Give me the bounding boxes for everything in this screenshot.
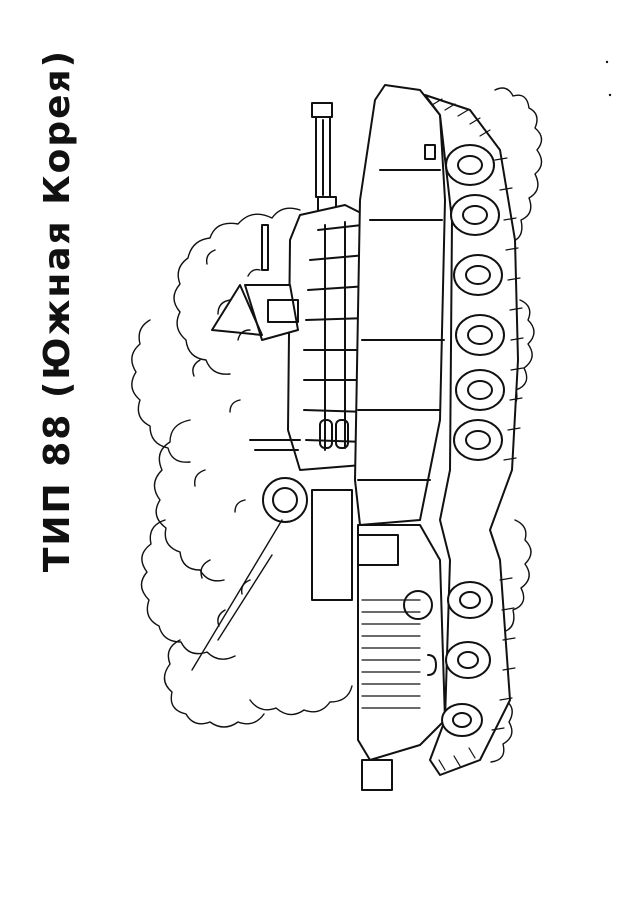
main-gun bbox=[311, 102, 337, 214]
edge-marks bbox=[605, 60, 612, 97]
hull bbox=[311, 84, 446, 791]
antennas bbox=[191, 519, 283, 671]
road-wheels bbox=[441, 144, 505, 737]
turret bbox=[211, 204, 373, 523]
